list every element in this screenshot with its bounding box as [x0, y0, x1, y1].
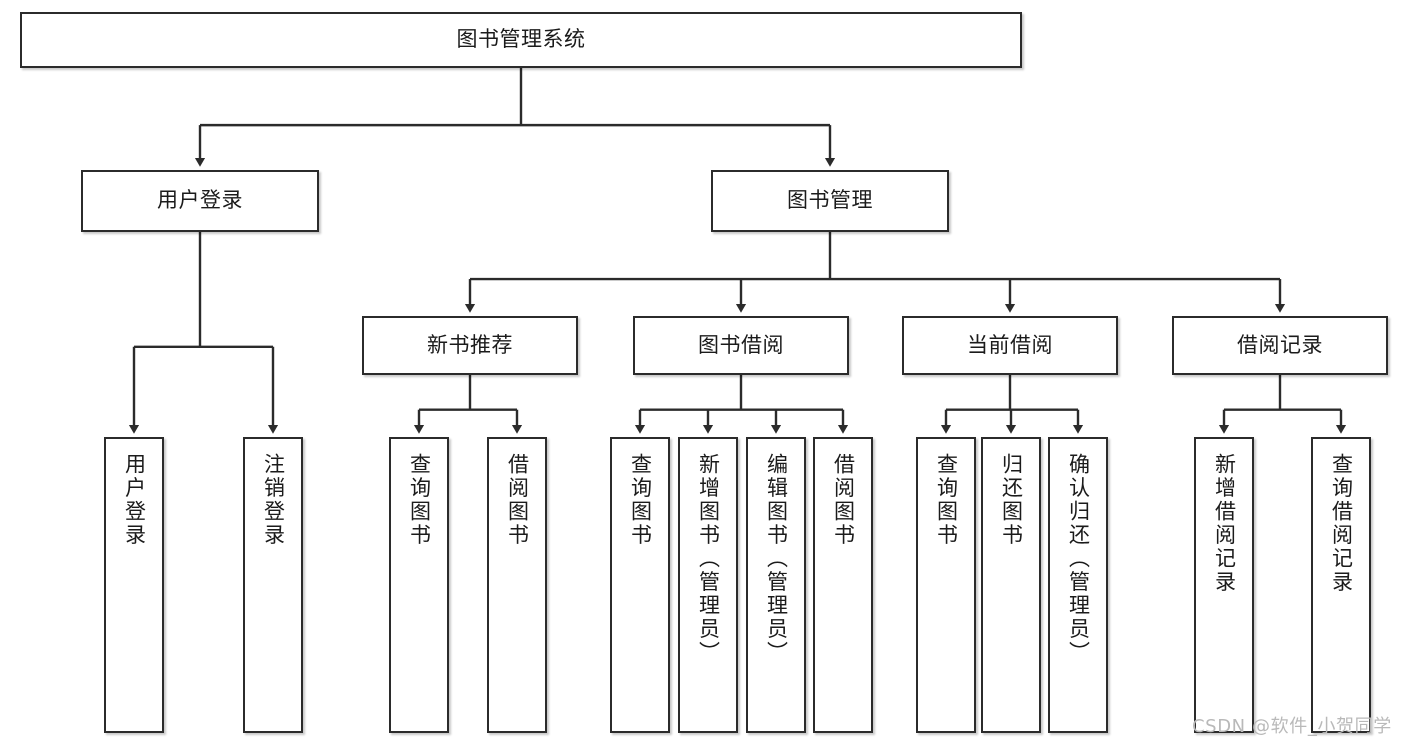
- node-label: 图书管理系统: [456, 27, 586, 52]
- node-leaf-3[interactable]: 查询图书: [389, 437, 449, 733]
- node-label: 查询图书: [407, 453, 432, 547]
- node-label: 当前借阅: [967, 332, 1053, 357]
- node-label: 查询借阅记录: [1329, 453, 1354, 594]
- node-root[interactable]: 图书管理系统: [20, 12, 1022, 68]
- node-leaf-5[interactable]: 查询图书: [610, 437, 670, 733]
- node-leaf-6[interactable]: 新增图书（管理员）: [678, 437, 738, 733]
- node-leaf-13[interactable]: 查询借阅记录: [1311, 437, 1371, 733]
- node-bookmgmt[interactable]: 图书管理: [711, 170, 949, 232]
- node-leaf-2[interactable]: 注销登录: [243, 437, 303, 733]
- node-current[interactable]: 当前借阅: [902, 316, 1118, 375]
- node-label: 编辑图书（管理员）: [764, 453, 789, 665]
- node-label: 新增图书（管理员）: [696, 453, 721, 665]
- node-label: 用户登录: [157, 188, 243, 213]
- node-borrow[interactable]: 图书借阅: [633, 316, 849, 375]
- node-label: 查询图书: [934, 453, 959, 547]
- node-label: 确认归还（管理员）: [1066, 453, 1091, 665]
- node-label: 图书借阅: [698, 332, 784, 357]
- node-leaf-4[interactable]: 借阅图书: [487, 437, 547, 733]
- node-login[interactable]: 用户登录: [81, 170, 319, 232]
- node-leaf-7[interactable]: 编辑图书（管理员）: [746, 437, 806, 733]
- node-leaf-12[interactable]: 新增借阅记录: [1194, 437, 1254, 733]
- node-label: 新书推荐: [427, 332, 513, 357]
- node-newbook[interactable]: 新书推荐: [362, 316, 578, 375]
- node-label: 借阅图书: [505, 453, 530, 547]
- node-leaf-8[interactable]: 借阅图书: [813, 437, 873, 733]
- node-records[interactable]: 借阅记录: [1172, 316, 1388, 375]
- node-leaf-1[interactable]: 用户登录: [104, 437, 164, 733]
- node-label: 新增借阅记录: [1212, 453, 1237, 594]
- node-label: 归还图书: [999, 453, 1024, 547]
- node-label: 用户登录: [122, 453, 147, 547]
- node-leaf-9[interactable]: 查询图书: [916, 437, 976, 733]
- node-label: 借阅记录: [1237, 332, 1323, 357]
- node-leaf-11[interactable]: 确认归还（管理员）: [1048, 437, 1108, 733]
- node-label: 借阅图书: [831, 453, 856, 547]
- watermark-text: CSDN @软件_小贺同学: [1192, 716, 1392, 737]
- node-label: 注销登录: [261, 453, 286, 547]
- node-leaf-10[interactable]: 归还图书: [981, 437, 1041, 733]
- node-label: 图书管理: [787, 188, 873, 213]
- node-label: 查询图书: [628, 453, 653, 547]
